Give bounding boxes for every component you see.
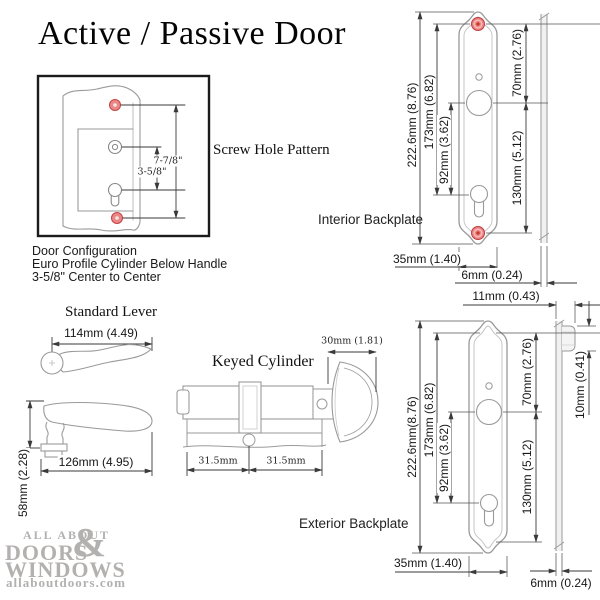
thumbturn [331,361,379,443]
handle-hub-hole [475,398,503,426]
euro-keyhole [479,493,499,527]
interior-backplate-drawing [395,11,600,287]
lever-top-view-drawing [40,337,153,375]
cylinder-fixing-screw [242,433,256,447]
screw-hole-top-icon [471,17,485,31]
handle-hub-hole [465,89,493,117]
cylinder-housing [562,325,576,352]
keyed-cylinder-drawing [176,349,379,476]
lever-side-view-drawing [26,400,153,476]
euro-keyhole [107,182,123,207]
exterior-backplate-drawing [395,301,600,577]
euro-keyhole [469,184,489,218]
screw-hole-pattern-drawing [36,74,211,238]
screw-hole-bottom-icon [471,226,485,240]
